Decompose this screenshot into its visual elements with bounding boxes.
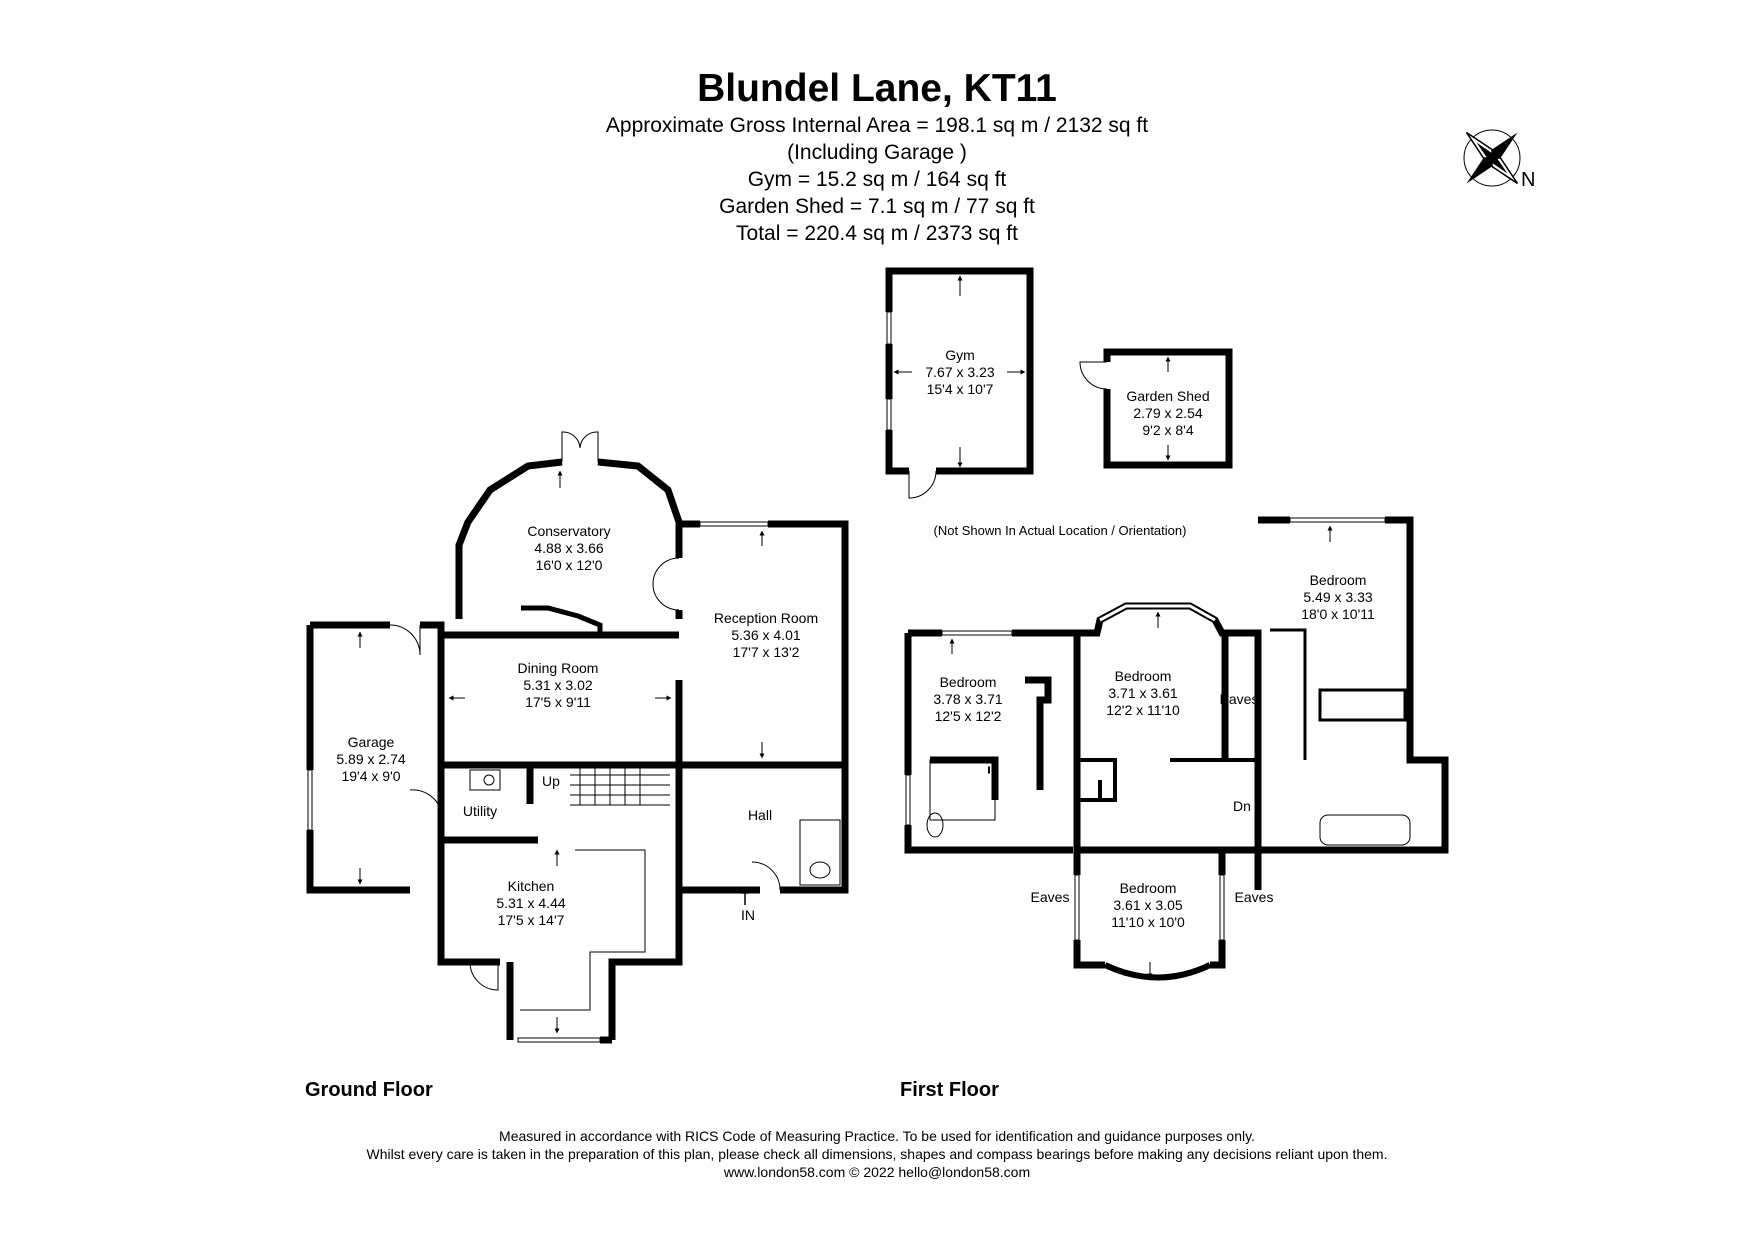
location-note: (Not Shown In Actual Location / Orientat… — [934, 523, 1187, 538]
garage-imperial: 19'4 x 9'0 — [341, 768, 400, 784]
stairs-down-label: Dn — [1233, 798, 1251, 814]
shed-metric: 2.79 x 2.54 — [1133, 405, 1202, 421]
eaves-top-label: Eaves — [1220, 691, 1259, 707]
kitchen-metric: 5.31 x 4.44 — [496, 895, 565, 911]
gym-name: Gym — [945, 347, 975, 363]
plan-title: Blundel Lane, KT11 — [697, 67, 1057, 110]
gym-imperial: 15'4 x 10'7 — [927, 381, 994, 397]
bedroom-1-imperial: 12'5 x 12'2 — [935, 708, 1002, 724]
gym-metric: 7.67 x 3.23 — [925, 364, 994, 380]
area-gym: Gym = 15.2 sq m / 164 sq ft — [747, 168, 1007, 191]
bedroom-3-name: Bedroom — [1310, 572, 1367, 588]
utility-label: Utility — [463, 803, 497, 819]
bedroom-2-metric: 3.71 x 3.61 — [1108, 685, 1177, 701]
garden-shed-outbuilding — [1079, 348, 1233, 469]
bedroom-2-imperial: 12'2 x 11'10 — [1106, 702, 1180, 718]
reception-metric: 5.36 x 4.01 — [731, 627, 800, 643]
dining-metric: 5.31 x 3.02 — [523, 677, 592, 693]
first-floor-label: First Floor — [900, 1079, 999, 1101]
bedroom-1-metric: 3.78 x 3.71 — [933, 691, 1002, 707]
hall-label: Hall — [748, 807, 772, 823]
gym-outbuilding — [885, 267, 1034, 499]
area-garden-shed: Garden Shed = 7.1 sq m / 77 sq ft — [719, 195, 1035, 218]
conservatory-metric: 4.88 x 3.66 — [534, 540, 603, 556]
conservatory-name: Conservatory — [527, 523, 610, 539]
bedroom-1-name: Bedroom — [940, 674, 997, 690]
stairs-up-label: Up — [542, 773, 560, 789]
area-including-garage: (Including Garage ) — [787, 141, 967, 164]
bedroom-3-imperial: 18'0 x 10'11 — [1301, 606, 1375, 622]
bedroom-3-metric: 5.49 x 3.33 — [1303, 589, 1372, 605]
dining-imperial: 17'5 x 9'11 — [525, 694, 591, 710]
kitchen-name: Kitchen — [508, 878, 555, 894]
footer: Measured in accordance with RICS Code of… — [0, 1127, 1754, 1181]
shed-name: Garden Shed — [1126, 388, 1209, 404]
garage-metric: 5.89 x 2.74 — [336, 751, 405, 767]
garage-name: Garage — [348, 734, 395, 750]
ground-floor-plan — [306, 431, 849, 1044]
header: Blundel Lane, KT11 Approximate Gross Int… — [0, 66, 1754, 247]
footer-disclaimer-2: Whilst every care is taken in the prepar… — [366, 1146, 1388, 1162]
conservatory-imperial: 16'0 x 12'0 — [536, 557, 603, 573]
compass-north-label: N — [1521, 169, 1535, 191]
kitchen-imperial: 17'5 x 14'7 — [498, 912, 565, 928]
area-gross: Approximate Gross Internal Area = 198.1 … — [605, 114, 1149, 137]
bedroom-4-metric: 3.61 x 3.05 — [1113, 897, 1182, 913]
footer-contact: www.london58.com © 2022 hello@london58.c… — [723, 1164, 1031, 1180]
ground-floor-label: Ground Floor — [305, 1079, 433, 1101]
compass-icon: N — [1463, 129, 1535, 191]
dining-name: Dining Room — [518, 660, 599, 676]
footer-disclaimer-1: Measured in accordance with RICS Code of… — [499, 1128, 1255, 1144]
area-total: Total = 220.4 sq m / 2373 sq ft — [736, 222, 1018, 245]
eaves-right-label: Eaves — [1235, 889, 1274, 905]
reception-imperial: 17'7 x 13'2 — [733, 644, 800, 660]
bedroom-4-imperial: 11'10 x 10'0 — [1111, 914, 1185, 930]
eaves-left-label: Eaves — [1031, 889, 1070, 905]
bedroom-4-name: Bedroom — [1120, 880, 1177, 896]
first-floor-plan — [904, 516, 1449, 981]
entrance-label: IN — [741, 907, 755, 923]
bedroom-2-name: Bedroom — [1115, 668, 1172, 684]
reception-name: Reception Room — [714, 610, 818, 626]
shed-imperial: 9'2 x 8'4 — [1142, 422, 1193, 438]
